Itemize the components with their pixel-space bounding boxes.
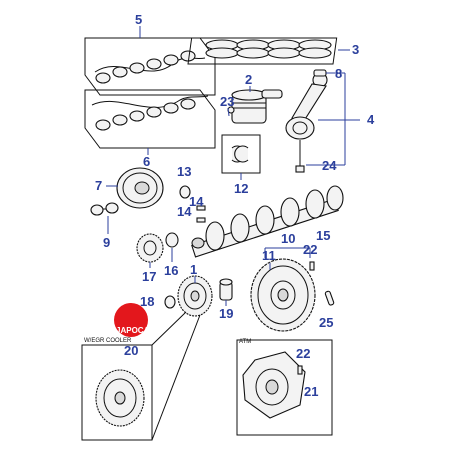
label-8: 8	[335, 66, 342, 81]
label-9: 9	[103, 235, 110, 250]
egr-caption: W/EGR COOLER	[84, 338, 132, 344]
label-18: 18	[140, 294, 154, 309]
label-19: 19	[219, 306, 233, 321]
label-2: 2	[245, 72, 252, 87]
thrust-washer-box	[221, 134, 261, 174]
lower-bearing-shells	[95, 98, 196, 131]
label-7: 7	[95, 178, 102, 193]
label-17: 17	[142, 269, 156, 284]
oil-seal-ring	[179, 185, 191, 199]
dowel-pin	[324, 290, 335, 306]
label-22b: 22	[296, 346, 310, 361]
label-10: 10	[281, 231, 295, 246]
label-16: 16	[164, 263, 178, 278]
upper-main-bearing-group	[84, 37, 216, 96]
woodruff-key-a	[196, 205, 206, 211]
crankshaft	[191, 185, 344, 258]
label-24: 24	[322, 158, 337, 173]
piston-ring-set	[187, 37, 338, 65]
japocat-logo: JAPOCAT	[114, 303, 154, 337]
label-15: 15	[316, 228, 330, 243]
label-13: 13	[177, 164, 191, 179]
label-4: 4	[367, 112, 375, 127]
logo-text: JAPOCAT	[116, 326, 154, 335]
label-3: 3	[352, 42, 359, 57]
label-21: 21	[304, 384, 318, 399]
label-12: 12	[234, 181, 248, 196]
label-22a: 22	[303, 242, 317, 257]
label-14b: 14	[177, 204, 192, 219]
rod-bushing	[313, 69, 327, 77]
flywheel-bolt	[309, 261, 315, 271]
flywheel	[250, 258, 316, 332]
crankshaft-pulley	[116, 167, 164, 209]
label-23: 23	[220, 94, 234, 109]
piston	[227, 89, 283, 124]
label-14a: 14	[189, 194, 204, 209]
label-11: 11	[262, 248, 276, 263]
lower-main-bearing-group	[84, 89, 216, 149]
label-1: 1	[190, 262, 197, 277]
egr-gear-inset: W/EGR COOLER	[81, 338, 153, 441]
connecting-rod	[285, 69, 328, 173]
crank-timing-gear	[136, 233, 164, 263]
idler-washer	[164, 295, 176, 309]
idler-gear	[177, 275, 213, 317]
pulley-bolt	[90, 202, 119, 216]
piston-pin	[261, 89, 283, 99]
woodruff-key-b	[196, 217, 206, 223]
gear-spacer	[165, 232, 179, 248]
upper-bearing-shells	[95, 50, 196, 84]
label-5: 5	[135, 12, 142, 27]
label-20: 20	[124, 343, 138, 358]
idler-shaft	[219, 278, 233, 301]
atm-drive-plate-inset: ATM	[236, 339, 333, 436]
label-25: 25	[319, 315, 333, 330]
rod-bolt	[295, 165, 305, 173]
atm-caption: ATM	[239, 339, 251, 345]
label-6: 6	[143, 154, 150, 169]
